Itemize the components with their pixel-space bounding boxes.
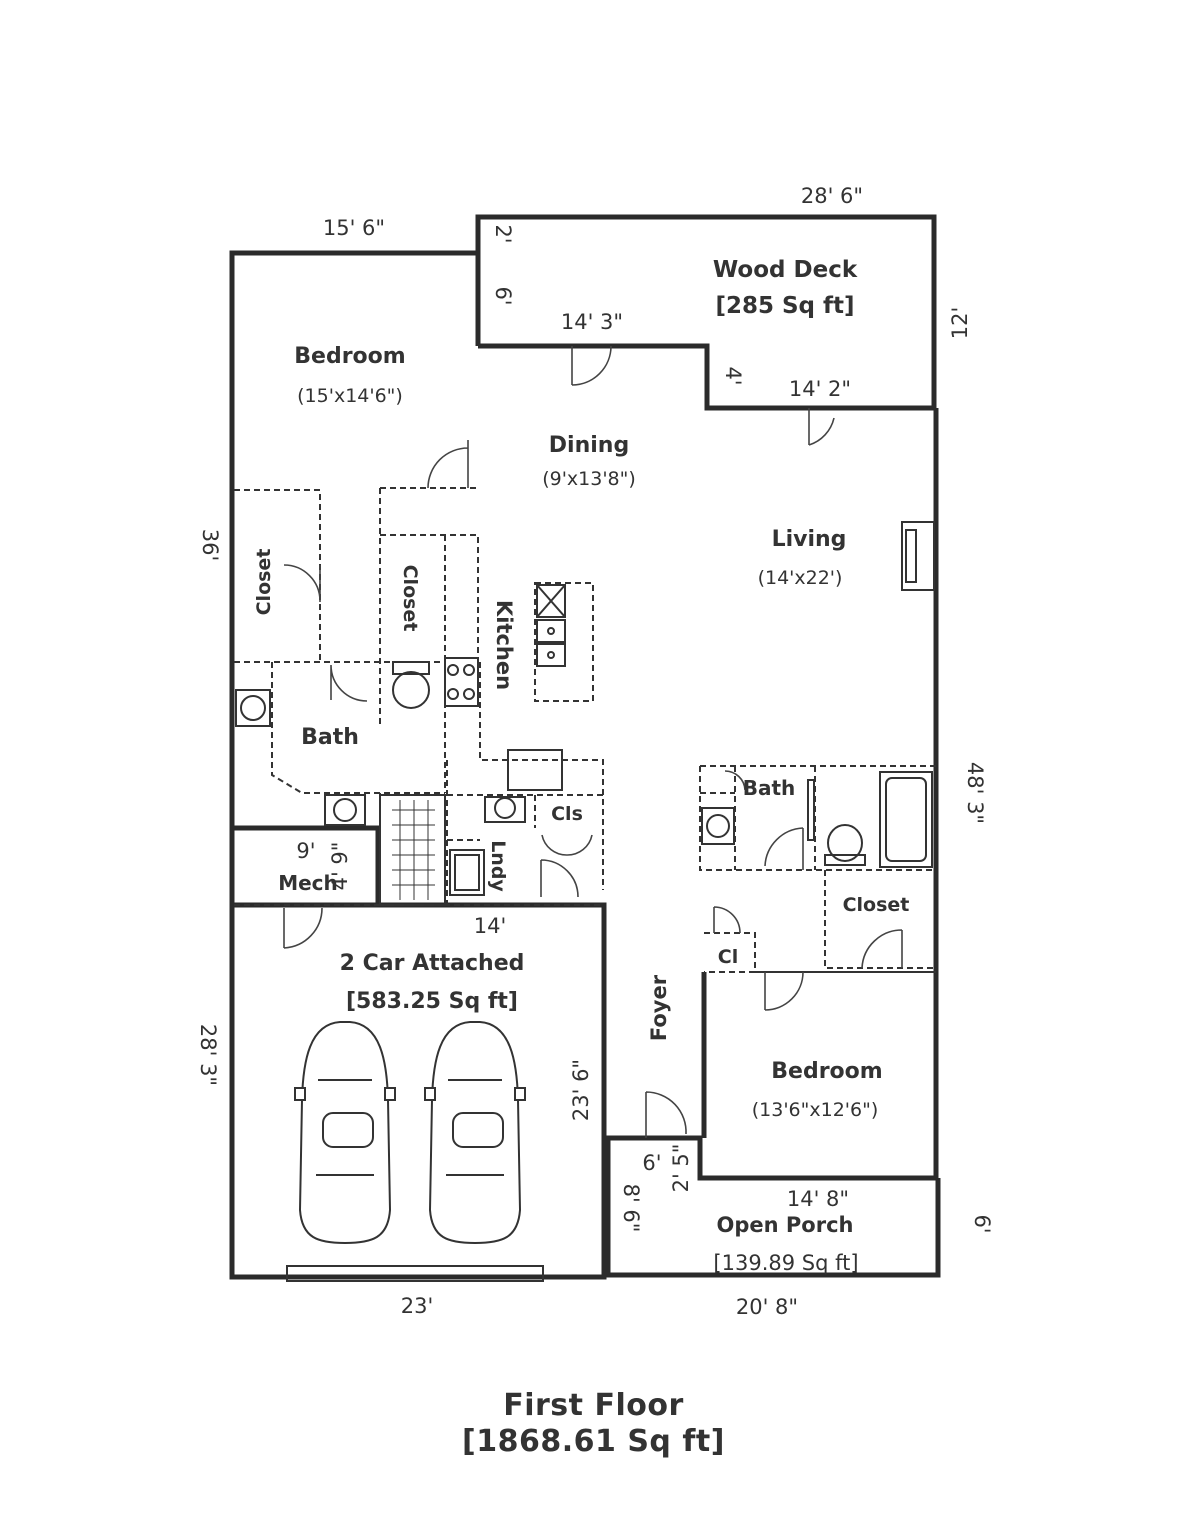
sink-icon xyxy=(235,689,271,727)
door xyxy=(713,906,741,934)
closet-label: Closet xyxy=(399,565,421,632)
car-icon xyxy=(424,1021,526,1245)
dimension-label: 14' xyxy=(474,914,507,938)
dimension-label: 12' xyxy=(948,307,972,340)
dimension-label: 2' 5" xyxy=(669,1144,693,1193)
bath-label: Bath xyxy=(301,725,359,750)
door xyxy=(427,440,469,489)
living-size: (14'x22') xyxy=(758,567,843,589)
foyer-label: Foyer xyxy=(647,974,671,1041)
dimension-label: 2' xyxy=(491,224,515,243)
fridge-icon xyxy=(507,749,563,791)
toilet-icon xyxy=(392,671,430,709)
fireplace-icon xyxy=(901,521,935,591)
door xyxy=(283,907,323,949)
wood-deck-label: Wood Deck xyxy=(713,257,858,283)
dimension-label: 28' 3" xyxy=(196,1024,220,1086)
door xyxy=(764,971,804,1011)
garage-door xyxy=(286,1265,544,1282)
dishwasher-icon xyxy=(536,584,566,618)
closet-label: Closet xyxy=(253,549,275,616)
sink-icon xyxy=(536,619,566,643)
dimension-label: 14' 2" xyxy=(789,377,851,401)
porch-outline xyxy=(605,1140,941,1278)
door xyxy=(645,1091,687,1138)
dimension-label: 14' 3" xyxy=(561,310,623,334)
dimension-label: 23' xyxy=(401,1294,434,1318)
mech-outline xyxy=(234,825,381,905)
car-icon xyxy=(294,1021,396,1245)
dimension-label: 28' 6" xyxy=(801,184,863,208)
mech-label: Mech xyxy=(278,871,338,895)
closet-label: Closet xyxy=(843,894,910,916)
bath-label: Bath xyxy=(743,776,796,800)
kitchen-label: Kitchen xyxy=(492,600,516,690)
dimension-label: 6' xyxy=(642,1151,661,1175)
fixtures xyxy=(235,521,935,1282)
dimension-label: 4' 9" xyxy=(328,842,352,891)
kitchen-island xyxy=(534,582,594,702)
stove-icon xyxy=(444,657,479,707)
door xyxy=(724,770,746,791)
closet-short-label: Cls xyxy=(551,803,583,825)
bedroom-size: (15'x14'6") xyxy=(297,385,403,407)
door xyxy=(330,664,368,702)
bedroom-size: (13'6"x12'6") xyxy=(752,1099,879,1121)
laundry-label: Lndy xyxy=(487,840,509,892)
dimension-label: 23' 6" xyxy=(569,1059,593,1121)
floor-title: First Floor xyxy=(503,1388,684,1423)
sink-icon xyxy=(324,794,366,826)
plan-footer: First Floor [1868.61 Sq ft] xyxy=(0,1388,1187,1460)
door xyxy=(808,408,835,446)
wood-deck-area: [285 Sq ft] xyxy=(715,293,854,319)
dimension-label: 4' xyxy=(721,366,745,385)
floor-total-area: [1868.61 Sq ft] xyxy=(462,1424,725,1459)
dimension-label: 8' 6" xyxy=(619,1184,643,1233)
bathtub-icon xyxy=(879,771,933,868)
porch-label: Open Porch xyxy=(717,1213,854,1237)
dimension-label: 36' xyxy=(198,529,222,562)
door xyxy=(571,345,612,386)
dimension-label: 15' 6" xyxy=(323,216,385,240)
dining-label: Dining xyxy=(549,433,629,458)
sink-icon xyxy=(701,807,735,845)
dimension-labels: 28' 6" 15' 6" 2' 6' 14' 3" 4' 14' 2" 12'… xyxy=(196,184,994,1319)
doors xyxy=(283,345,903,1138)
closet-short-label: Cl xyxy=(718,946,738,968)
door xyxy=(541,834,593,856)
garage-label: 2 Car Attached xyxy=(340,951,525,976)
toilet-icon xyxy=(827,824,863,862)
wood-deck-outline xyxy=(475,214,937,411)
bedroom-label: Bedroom xyxy=(294,344,405,369)
garage-area: [583.25 Sq ft] xyxy=(346,989,518,1014)
dimension-label: 6' xyxy=(491,286,515,305)
door xyxy=(540,859,579,898)
living-label: Living xyxy=(772,527,847,552)
dimension-label: 14' 8" xyxy=(787,1187,849,1211)
dimension-label: 6' xyxy=(970,1214,994,1233)
door xyxy=(764,827,804,870)
bedroom-label: Bedroom xyxy=(771,1059,882,1084)
dimension-label: 48' 3" xyxy=(963,762,987,824)
door xyxy=(283,564,321,602)
room-labels: Wood Deck [285 Sq ft] Bedroom (15'x14'6"… xyxy=(253,257,909,1275)
interior-walls xyxy=(234,487,936,973)
porch-area: [139.89 Sq ft] xyxy=(713,1251,858,1275)
dimension-label: 20' 8" xyxy=(736,1295,798,1319)
dining-size: (9'x13'8") xyxy=(542,468,636,490)
dimension-label: 9' xyxy=(296,839,315,863)
tile-area xyxy=(379,794,446,906)
washer-icon xyxy=(449,849,485,896)
door xyxy=(861,929,903,969)
